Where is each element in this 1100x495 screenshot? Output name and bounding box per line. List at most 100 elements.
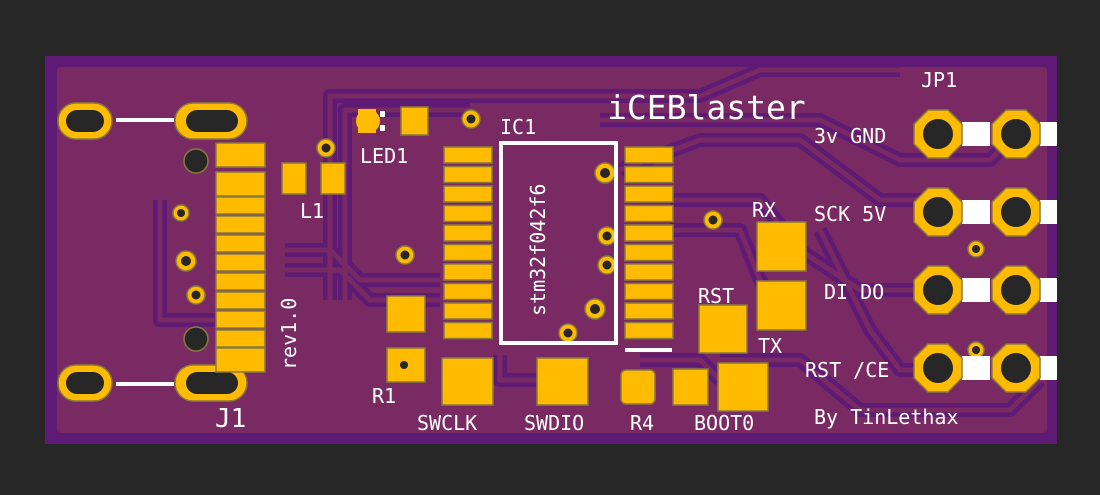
mcu-pad (624, 165, 674, 184)
usb-pad (215, 253, 266, 272)
header-pin-drill (923, 275, 953, 305)
header-silk-mark (1040, 200, 1057, 224)
vias (172, 109, 985, 359)
via-drill (708, 215, 718, 225)
header-pin-drill (1001, 119, 1031, 149)
via-drill (602, 231, 612, 241)
led-polarity-mark (380, 111, 385, 117)
rst-pad[interactable] (698, 304, 748, 354)
via-drill (400, 250, 410, 260)
usb-pad (215, 291, 266, 310)
led-pad (358, 109, 376, 133)
header-label-4: RST /CE (805, 358, 889, 382)
mcu-pad (443, 321, 493, 340)
header-pin-drill (923, 353, 953, 383)
mcu-pad (443, 185, 493, 203)
mounting-hole (183, 326, 209, 352)
mcu-pad (624, 146, 674, 164)
header-pin-drill (923, 119, 953, 149)
label-boot0: BOOT0 (694, 411, 754, 435)
mcu-pad (624, 302, 674, 320)
mcu-pad (624, 243, 674, 262)
mcu-pad (443, 302, 493, 320)
boot0-pad[interactable] (717, 362, 769, 412)
mcu-part-number: stm32f042f6 (526, 184, 550, 316)
shell-slot-drill (66, 110, 104, 132)
mcu-pads (443, 146, 674, 340)
resistor-pad (386, 295, 426, 333)
header-silk-mark (1040, 278, 1057, 302)
usb-pad (215, 329, 266, 348)
led-polarity-mark (380, 125, 385, 131)
header-silk-mark (962, 122, 990, 146)
shell-slot-drill (186, 372, 238, 394)
mcu-pad (443, 263, 493, 281)
via-drill (177, 209, 185, 217)
shell-slot-drill (66, 372, 104, 394)
usb-connector-j1 (57, 102, 248, 402)
header-jp1 (913, 109, 1057, 393)
led-pad (400, 106, 429, 136)
mcu-pad (624, 185, 674, 203)
ref-l1: L1 (300, 199, 324, 223)
tx-pad[interactable] (756, 280, 807, 331)
via-drill (191, 290, 201, 300)
usb-pad (215, 310, 266, 329)
ref-ic1: IC1 (500, 115, 536, 139)
header-label-3: DI DO (824, 280, 884, 304)
r4-pad (620, 369, 656, 405)
header-silk-mark (962, 200, 990, 224)
label-rx: RX (752, 198, 776, 222)
via-drill (972, 245, 980, 253)
usb-pad (215, 171, 266, 197)
usb-pad (215, 234, 266, 253)
board-title: iCEBlaster (607, 88, 806, 127)
board-revision: rev1.0 (277, 298, 301, 370)
inductor-pad (320, 162, 346, 195)
via-drill (600, 168, 610, 178)
label-tx: TX (758, 334, 782, 358)
header-label-1: 3v GND (814, 124, 886, 148)
inductor-pad (281, 162, 307, 195)
mounting-hole (183, 148, 209, 174)
header-silk-mark (1040, 122, 1057, 146)
header-pin-drill (1001, 353, 1031, 383)
mcu-pad (443, 165, 493, 184)
boot0-pad[interactable] (672, 368, 709, 406)
usb-pads (215, 142, 266, 373)
mcu-pad (443, 282, 493, 301)
mcu-pad (624, 263, 674, 281)
mcu-pad (624, 224, 674, 242)
author-credit: By TinLethax (814, 405, 959, 429)
usb-pad (215, 215, 266, 234)
via (400, 361, 408, 369)
rx-pad[interactable] (756, 221, 807, 272)
swdio-pad[interactable] (536, 357, 589, 406)
label-rst: RST (698, 284, 734, 308)
usb-pad (215, 347, 266, 373)
via-drill (563, 328, 573, 338)
header-silk-mark (962, 356, 990, 380)
header-pin-drill (923, 197, 953, 227)
ref-jp1: JP1 (921, 68, 957, 92)
mcu-pad (624, 321, 674, 340)
usb-pad (215, 196, 266, 215)
header-silk-mark (1040, 356, 1057, 380)
ref-r4: R4 (630, 411, 654, 435)
mcu-pad (443, 204, 493, 223)
header-label-2: SCK 5V (814, 202, 886, 226)
mcu-pad (443, 146, 493, 164)
ref-j1: J1 (215, 404, 246, 434)
header-pin-drill (1001, 197, 1031, 227)
header-silk-mark (962, 278, 990, 302)
mcu-outline (499, 141, 618, 345)
ref-led1: LED1 (360, 144, 408, 168)
label-swdio: SWDIO (524, 411, 584, 435)
via-drill (972, 346, 980, 354)
mcu-pad (443, 243, 493, 262)
shell-slot-drill (186, 110, 238, 132)
ref-r1: R1 (372, 384, 396, 408)
mcu-pad (443, 224, 493, 242)
swclk-pad[interactable] (441, 357, 494, 406)
